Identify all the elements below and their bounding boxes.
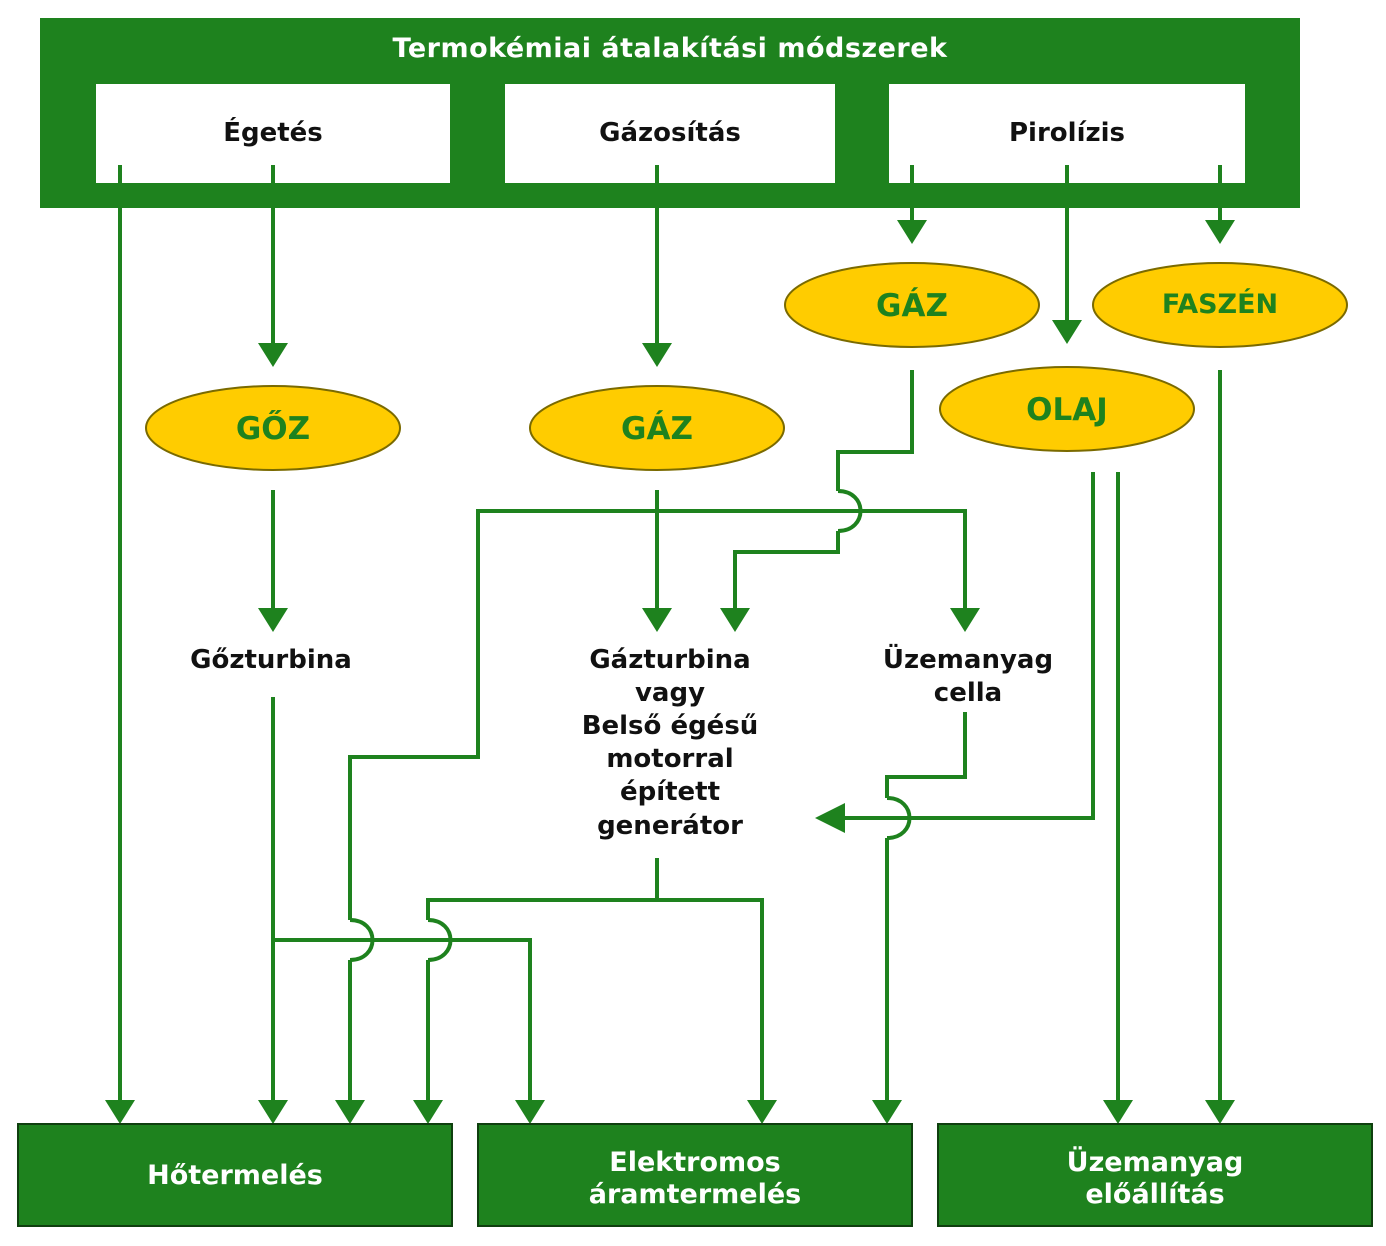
oval-olaj [939,366,1195,452]
arrow-head [950,608,980,632]
converter-line: vagy [635,678,705,708]
oval-label-olaj: OLAJ [1026,392,1108,428]
converter-line: Belső égésű [582,711,759,741]
connector-lines [118,165,1222,1105]
converter-line: Üzemanyag [883,642,1053,675]
oval-gaz-gasification [529,385,785,471]
method-label-gazositas: Gázosítás [599,118,741,148]
converter-label-gozturbina: Gőzturbina [190,645,352,675]
arrow-heads [105,220,1235,1124]
converter-line: Gázturbina [589,645,750,675]
converter-label-gazturbina: Gázturbina vagy Belső égésű motorral épí… [582,645,759,841]
arrow-head [720,608,750,632]
arrow-head [1103,1100,1133,1124]
header-title: Termokémiai átalakítási módszerek [392,33,948,64]
arrow-head [747,1100,777,1124]
arrow-head [515,1100,545,1124]
output-label-aramtermeles-2: áramtermelés [589,1179,802,1210]
arrow-head [413,1100,443,1124]
oval-gaz-pyrolysis [784,262,1040,348]
arrow-head [642,343,672,367]
oval-label-goz: GŐZ [236,410,310,447]
output-label-hotermeles: Hőtermelés [147,1160,323,1191]
oval-label-gaz-gasification: GÁZ [621,411,693,447]
oval-faszen [1092,262,1348,348]
method-label-pirolizis: Pirolízis [1009,118,1125,148]
converter-line: motorral [606,744,733,774]
arrow-head [258,608,288,632]
method-label-egetes: Égetés [223,116,323,148]
method-box-gazositas [505,84,835,183]
oval-label-gaz-pyrolysis: GÁZ [876,288,948,324]
arrow-head [258,343,288,367]
oval-label-faszen: FASZÉN [1162,288,1278,320]
arrow-head [258,1100,288,1124]
oval-goz [145,385,401,471]
output-label-uzemanyag-eloallitas-1: Üzemanyag [1067,1145,1244,1178]
converter-line: cella [934,678,1002,708]
converter-line: épített [620,777,720,807]
arrow-head [1205,220,1235,244]
arrow-head [897,220,927,244]
arrow-head [1205,1100,1235,1124]
output-label-aramtermeles-1: Elektromos [609,1147,781,1178]
arrow-head [1052,320,1082,344]
arrow-head [872,1100,902,1124]
arrow-head [642,608,672,632]
arrow-head [815,803,845,833]
output-box-hotermeles [17,1123,453,1227]
output-box-aramtermeles [477,1123,913,1227]
arrow-head [335,1100,365,1124]
arrow-head [105,1100,135,1124]
converter-label-uzemanyag-cella: Üzemanyag cella [883,642,1053,708]
output-label-uzemanyag-eloallitas-2: előállítás [1085,1179,1224,1210]
output-box-uzemanyag-eloallitas [937,1123,1373,1227]
converter-line: generátor [597,811,743,841]
